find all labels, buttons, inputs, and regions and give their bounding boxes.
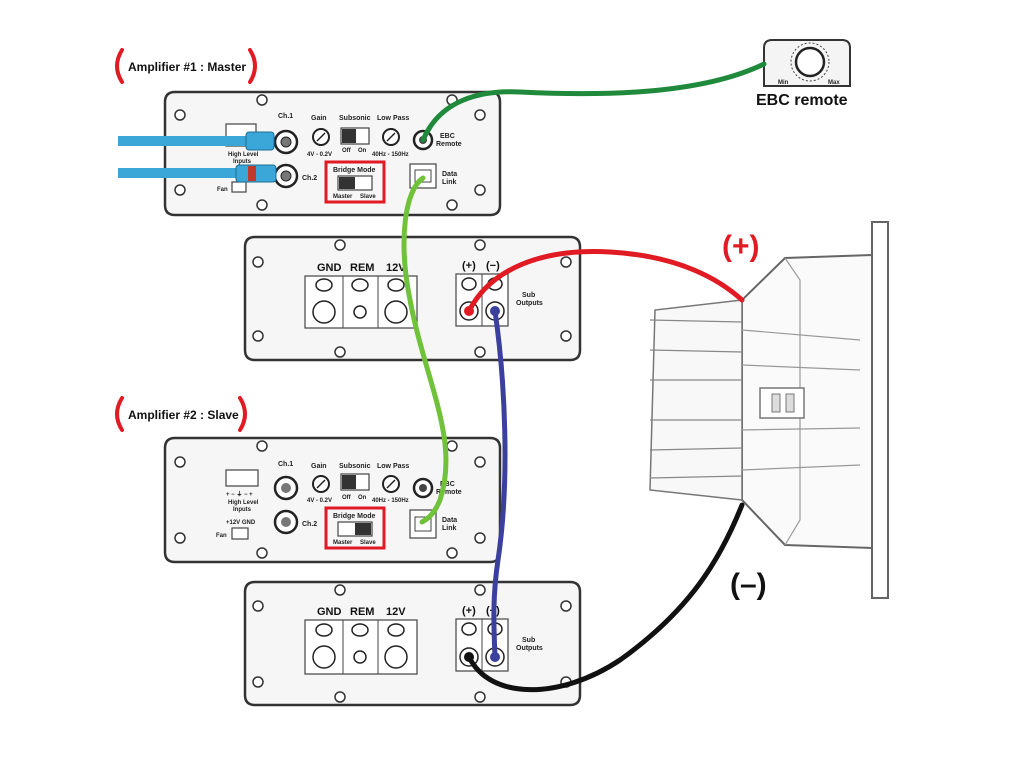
screw-icon	[174, 184, 186, 196]
svg-text:High Level: High Level	[228, 500, 259, 506]
svg-text:12V: 12V	[386, 606, 406, 618]
svg-text:Master: Master	[333, 194, 353, 200]
svg-text:Link: Link	[442, 525, 456, 532]
svg-text:Ch.2: Ch.2	[302, 521, 317, 528]
svg-text:EBC: EBC	[440, 481, 455, 488]
amp1-title: Amplifier #1 : Master	[115, 48, 257, 84]
svg-text:(–): (–)	[730, 568, 767, 601]
svg-text:(+): (+)	[722, 230, 760, 263]
screw-icon	[446, 199, 458, 211]
screw-icon	[174, 109, 186, 121]
svg-text:Fan: Fan	[217, 187, 228, 193]
svg-text:Sub: Sub	[522, 292, 535, 299]
svg-text:+12V GND: +12V GND	[226, 520, 256, 526]
data-link-cable	[401, 175, 449, 525]
svg-text:4V - 0.2V: 4V - 0.2V	[307, 152, 332, 158]
input-cables	[118, 131, 277, 183]
svg-text:Outputs: Outputs	[516, 300, 543, 307]
amp2-title: Amplifier #2 : Slave	[115, 396, 247, 432]
svg-text:Min: Min	[778, 80, 789, 86]
svg-text:Master: Master	[333, 540, 353, 546]
svg-text:Off: Off	[342, 495, 352, 501]
svg-text:Subsonic: Subsonic	[339, 115, 371, 122]
svg-text:Ch.1: Ch.1	[278, 461, 293, 468]
svg-text:+ − ⏚ − +: + − ⏚ − +	[226, 491, 253, 498]
negative-speaker-wire	[466, 502, 745, 693]
svg-text:REM: REM	[350, 262, 374, 274]
screw-icon	[256, 94, 268, 106]
svg-text:Slave: Slave	[360, 194, 376, 200]
svg-text:Bridge Mode: Bridge Mode	[333, 513, 375, 520]
svg-text:Sub: Sub	[522, 637, 535, 644]
svg-text:Data: Data	[442, 171, 457, 178]
amp1-power-panel: GND REM 12V (+) (−) Sub Outputs	[243, 235, 582, 362]
svg-text:Inputs: Inputs	[233, 159, 252, 165]
svg-text:Subsonic: Subsonic	[339, 463, 371, 470]
svg-text:Remote: Remote	[436, 489, 462, 496]
positive-speaker-wire	[466, 249, 745, 314]
remote-knob-icon	[794, 46, 826, 78]
subwoofer-speaker: (+) (–)	[649, 221, 889, 601]
svg-text:Slave: Slave	[360, 540, 376, 546]
svg-text:Amplifier #1 : Master: Amplifier #1 : Master	[128, 60, 246, 74]
svg-text:Ch.2: Ch.2	[302, 175, 317, 182]
svg-text:REM: REM	[350, 606, 374, 618]
svg-text:Remote: Remote	[436, 141, 462, 148]
svg-text:(+): (+)	[462, 260, 476, 272]
svg-text:Amplifier #2 : Slave: Amplifier #2 : Slave	[128, 408, 239, 422]
svg-text:Off: Off	[342, 148, 352, 154]
svg-text:12V: 12V	[386, 262, 406, 274]
bridge-jumper-wire	[491, 308, 508, 660]
svg-text:Outputs: Outputs	[516, 645, 543, 652]
amp2-power-panel: GND REM 12V (+) (−) Sub Outputs	[243, 580, 582, 707]
bridge-mode-highlight	[324, 160, 386, 204]
svg-text:Link: Link	[442, 179, 456, 186]
svg-text:Gain: Gain	[311, 115, 327, 122]
high-level-input-connector	[225, 469, 259, 487]
svg-text:Inputs: Inputs	[233, 507, 252, 513]
svg-text:4V - 0.2V: 4V - 0.2V	[307, 498, 332, 504]
svg-text:Bridge Mode: Bridge Mode	[333, 167, 375, 174]
svg-text:High Level: High Level	[228, 152, 259, 158]
screw-icon	[474, 109, 486, 121]
wires	[401, 61, 767, 693]
screw-icon	[256, 199, 268, 211]
svg-text:40Hz - 150Hz: 40Hz - 150Hz	[372, 152, 409, 158]
bridge-mode-highlight	[324, 506, 386, 550]
fan-connector	[231, 181, 247, 193]
amp2-control-panel: + − ⏚ − + High Level Inputs +12V GND Fan…	[163, 436, 502, 564]
speaker-terminal-block	[759, 387, 805, 419]
svg-text:On: On	[358, 148, 367, 154]
ebc-remote-cable	[420, 61, 767, 143]
screw-icon	[474, 184, 486, 196]
svg-text:EBC remote: EBC remote	[756, 92, 848, 109]
svg-text:GND: GND	[317, 606, 342, 618]
svg-text:Gain: Gain	[311, 463, 327, 470]
svg-text:Ch.1: Ch.1	[278, 113, 293, 120]
svg-text:On: On	[358, 495, 367, 501]
svg-text:Low Pass: Low Pass	[377, 115, 409, 122]
svg-text:Fan: Fan	[216, 533, 227, 539]
svg-text:Max: Max	[828, 80, 840, 86]
svg-text:Data: Data	[442, 517, 457, 524]
fan-connector	[231, 527, 249, 540]
svg-text:40Hz - 150Hz: 40Hz - 150Hz	[372, 498, 409, 504]
svg-text:EBC: EBC	[440, 133, 455, 140]
svg-text:Low Pass: Low Pass	[377, 463, 409, 470]
ebc-remote: Min Max EBC remote	[756, 39, 851, 109]
svg-text:(−): (−)	[486, 260, 500, 272]
amp1-control-panel: High Level Inputs Fan Ch.1 Ch.2 Gain 4V …	[163, 90, 502, 217]
svg-text:GND: GND	[317, 262, 342, 274]
svg-text:(+): (+)	[462, 605, 476, 617]
